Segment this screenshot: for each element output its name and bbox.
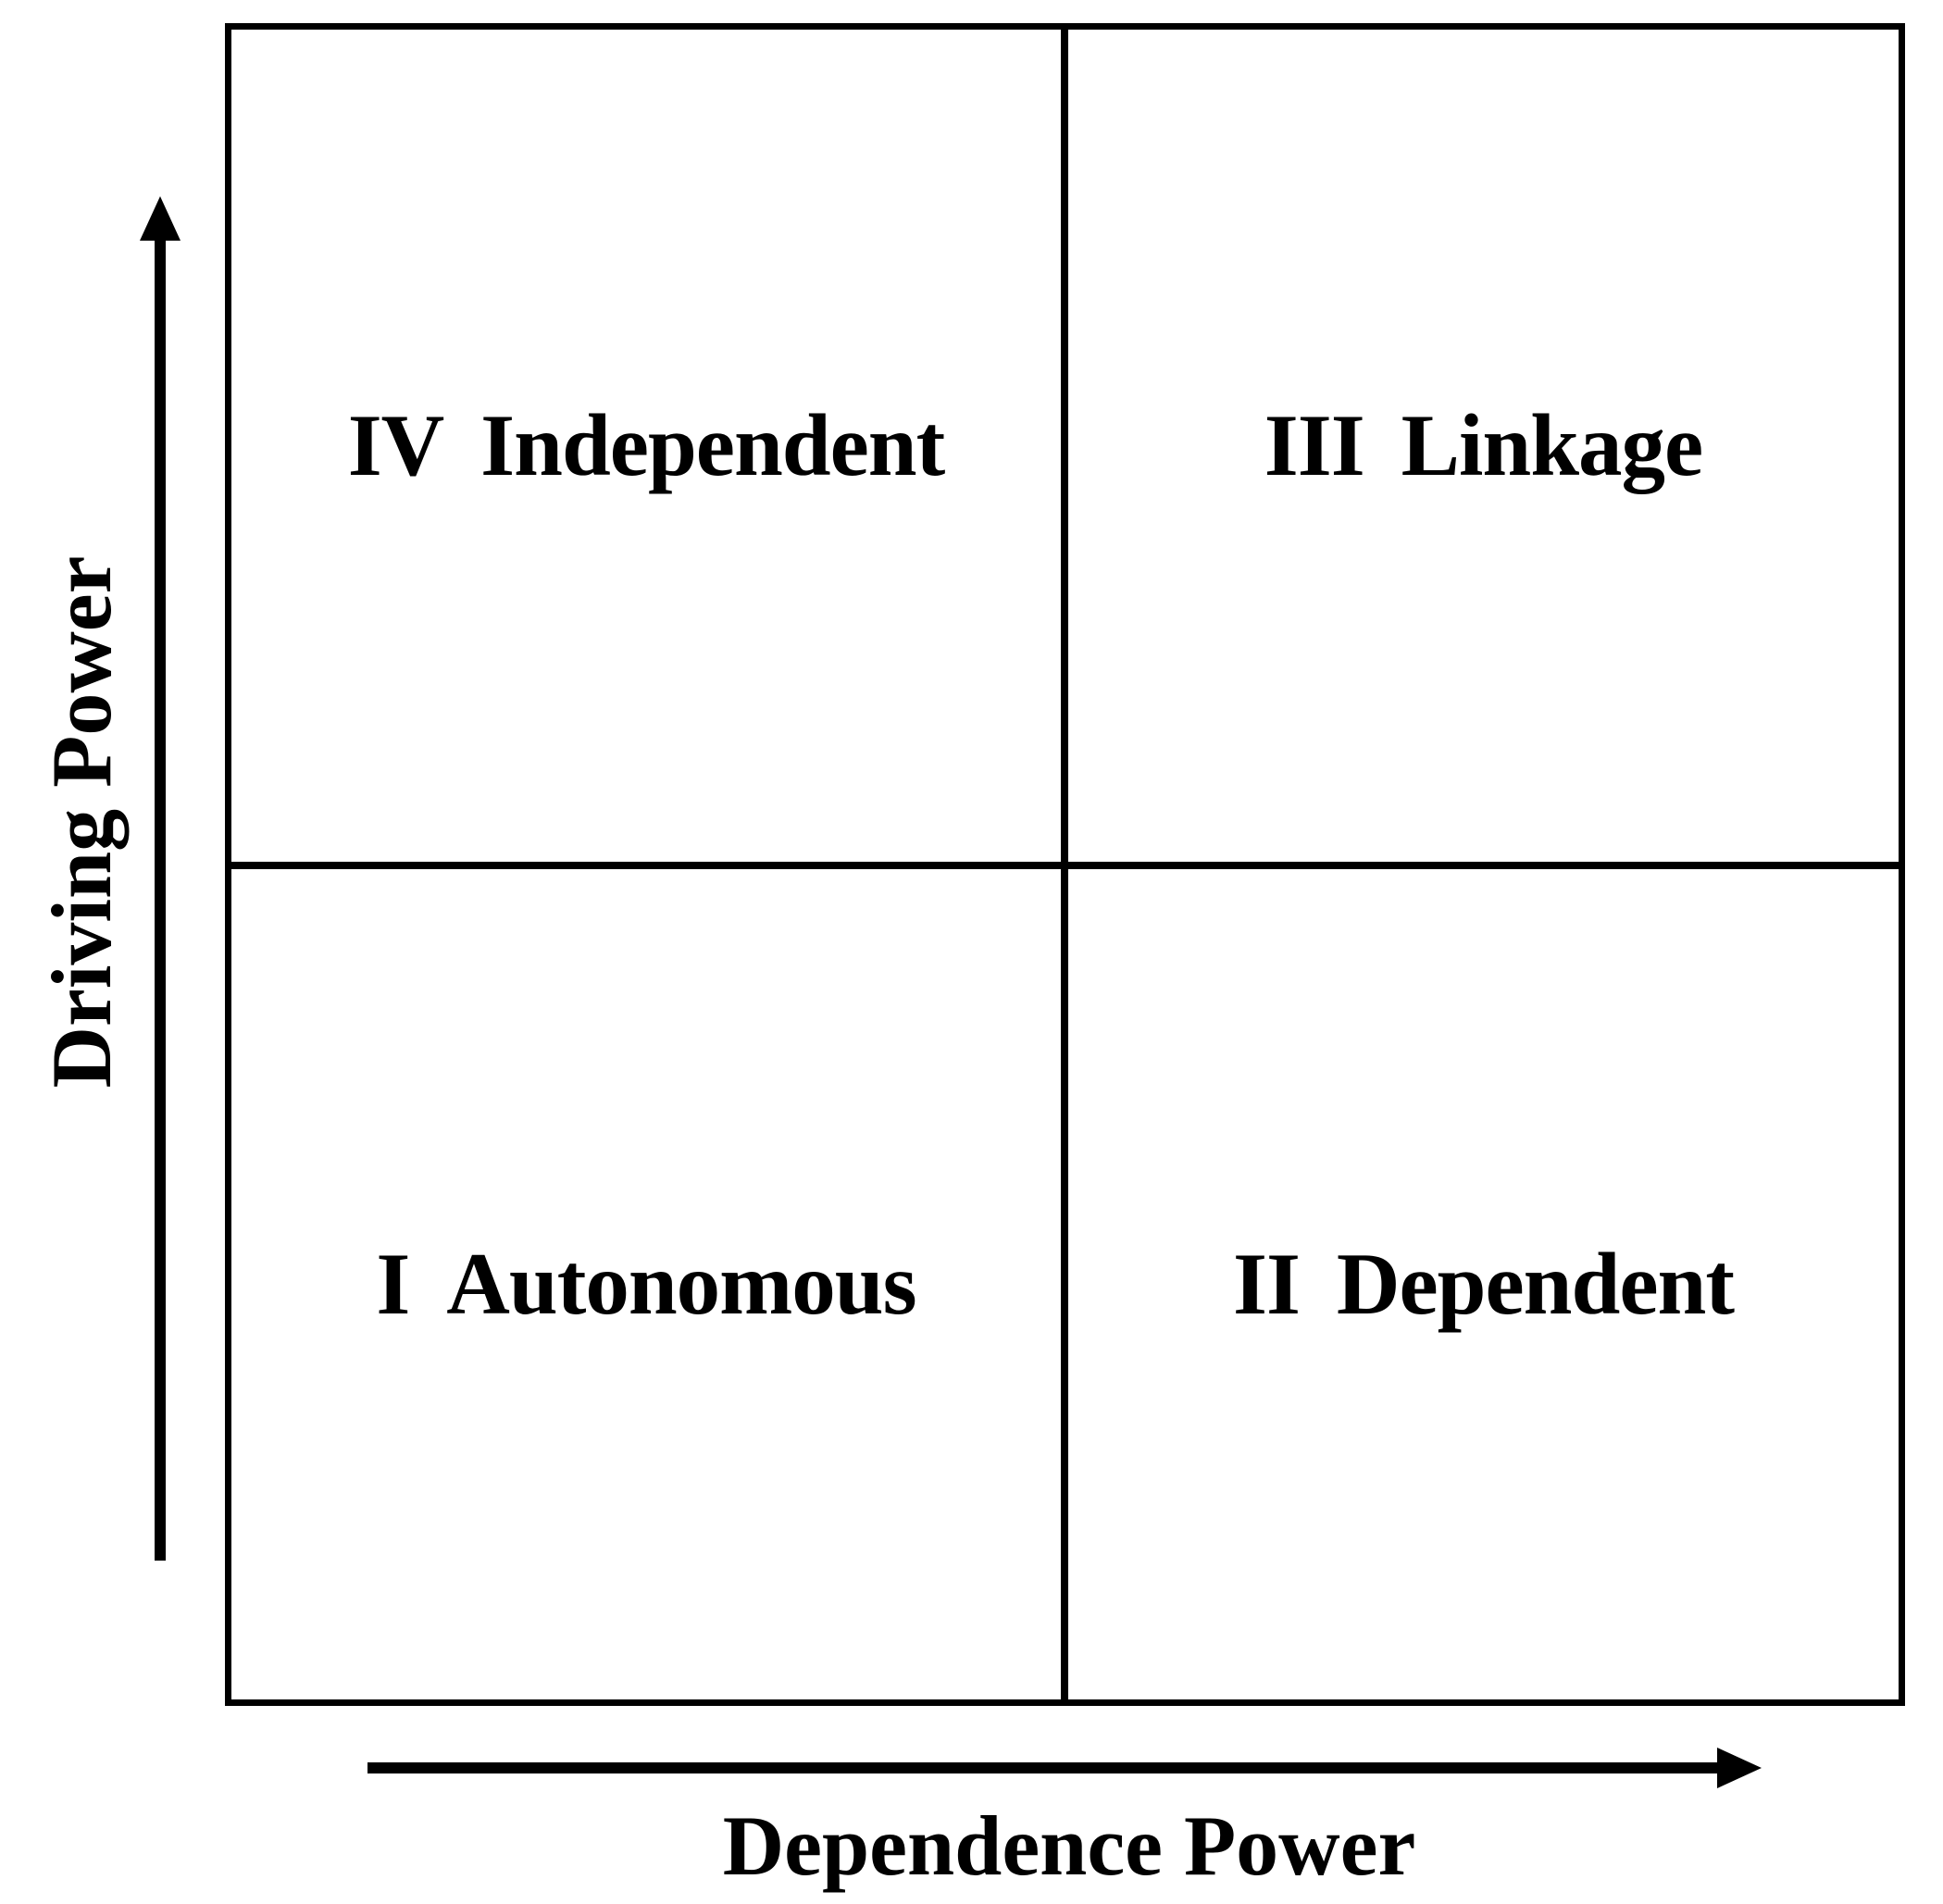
quadrant-autonomous-name: Autonomous bbox=[446, 1235, 916, 1333]
y-axis-label: Driving Power bbox=[34, 555, 129, 1089]
quadrant-dependent-numeral: II bbox=[1233, 1235, 1301, 1333]
x-axis-arrowhead-icon bbox=[1717, 1748, 1762, 1788]
x-axis-line bbox=[367, 1762, 1719, 1773]
quadrant-autonomous: I Autonomous bbox=[231, 869, 1061, 1699]
horizontal-divider-line bbox=[225, 862, 1905, 869]
quadrant-independent-numeral: IV bbox=[347, 396, 445, 494]
x-axis-label: Dependence Power bbox=[722, 1798, 1416, 1893]
quadrant-linkage-numeral: III bbox=[1264, 396, 1365, 494]
quadrant-autonomous-numeral: I bbox=[376, 1235, 410, 1333]
y-axis-line bbox=[155, 237, 166, 1561]
quadrant-linkage: III Linkage bbox=[1068, 30, 1899, 862]
quadrant-dependent-name: Dependent bbox=[1336, 1235, 1735, 1333]
quadrant-independent-name: Independent bbox=[480, 396, 945, 494]
quadrant-dependent: II Dependent bbox=[1068, 869, 1899, 1699]
y-axis-arrowhead-icon bbox=[140, 196, 181, 241]
quadrant-independent: IV Independent bbox=[231, 30, 1061, 862]
quadrant-linkage-name: Linkage bbox=[1401, 396, 1704, 494]
